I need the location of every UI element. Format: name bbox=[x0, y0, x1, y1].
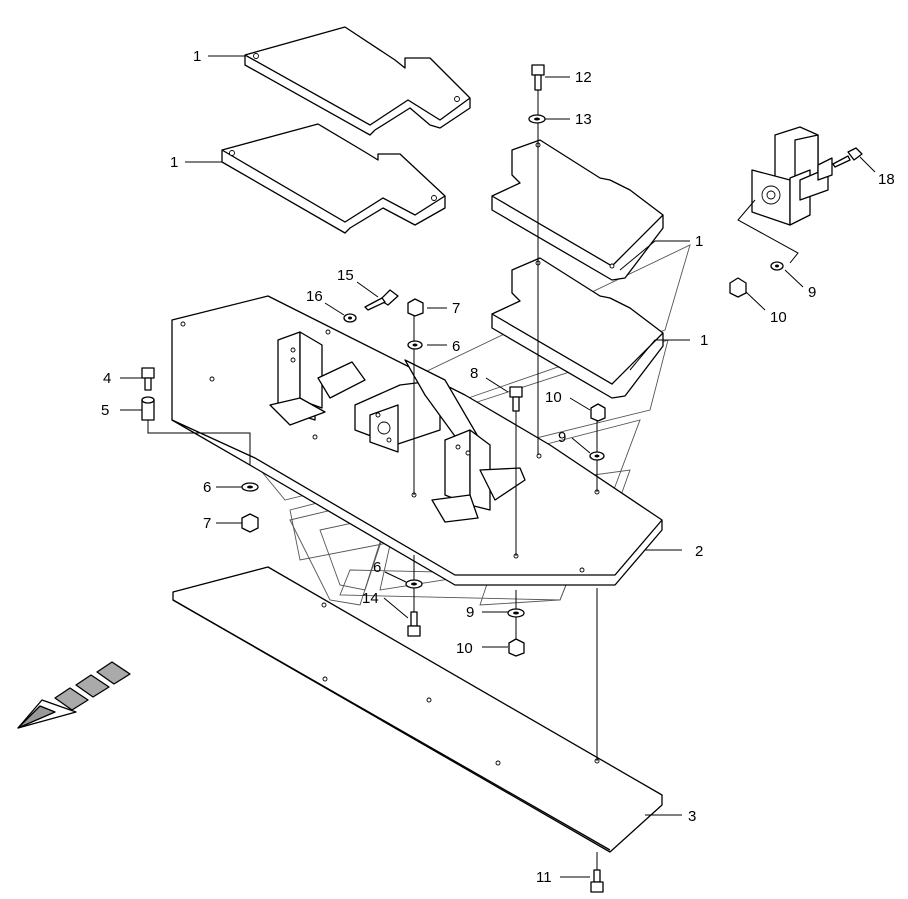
solenoid-subassembly bbox=[751, 126, 833, 226]
washer-9b bbox=[507, 608, 525, 618]
bolt-11 bbox=[590, 869, 604, 893]
callout-7b: 7 bbox=[203, 515, 211, 532]
callout-11: 11 bbox=[536, 869, 552, 886]
nut-7b bbox=[241, 513, 259, 533]
washer-13 bbox=[528, 114, 546, 124]
callout-10a: 10 bbox=[545, 389, 562, 406]
callout-1a: 1 bbox=[193, 48, 201, 65]
bolt-14 bbox=[407, 611, 421, 637]
bottom-plate-3 bbox=[172, 566, 663, 853]
pad-1b bbox=[221, 123, 446, 234]
callout-1b: 1 bbox=[170, 154, 178, 171]
callout-8: 8 bbox=[470, 365, 478, 382]
bolt-18 bbox=[832, 147, 863, 168]
callout-6a: 6 bbox=[452, 338, 460, 355]
leader-lines bbox=[120, 55, 876, 878]
bolt-15 bbox=[364, 289, 399, 311]
callout-6b: 6 bbox=[203, 479, 211, 496]
mounting-bracket-left bbox=[269, 331, 366, 426]
callout-12: 12 bbox=[575, 69, 592, 86]
callout-15: 15 bbox=[337, 267, 354, 284]
washer-6c bbox=[405, 579, 423, 589]
callout-18: 18 bbox=[878, 171, 895, 188]
callout-13: 13 bbox=[575, 111, 592, 128]
callout-5: 5 bbox=[101, 402, 109, 419]
callout-9c: 9 bbox=[808, 284, 816, 301]
callout-9a: 9 bbox=[558, 429, 566, 446]
nut-10b bbox=[508, 638, 525, 657]
nut-10a bbox=[590, 403, 606, 422]
mounting-bracket-right bbox=[431, 429, 526, 523]
nut-10c bbox=[729, 277, 747, 298]
callout-10b: 10 bbox=[456, 640, 473, 657]
callout-2: 2 bbox=[695, 543, 703, 560]
callout-labels: 1 1 1 1 2 3 4 5 6 6 6 7 7 8 9 9 9 10 10 … bbox=[101, 48, 895, 886]
pad-1d bbox=[491, 257, 664, 399]
front-direction-arrow-icon bbox=[17, 661, 131, 729]
bolt-4 bbox=[141, 367, 155, 391]
callout-1c: 1 bbox=[695, 233, 703, 250]
bolt-12 bbox=[531, 64, 545, 91]
washer-16 bbox=[343, 313, 357, 323]
bolt-8 bbox=[509, 386, 523, 412]
pad-1a bbox=[244, 26, 471, 136]
subassembly-leader bbox=[737, 199, 799, 264]
callout-6c: 6 bbox=[373, 559, 381, 576]
callout-4: 4 bbox=[103, 370, 111, 387]
washer-6b bbox=[241, 482, 259, 492]
callout-7a: 7 bbox=[452, 300, 460, 317]
callout-14: 14 bbox=[362, 590, 379, 607]
washer-9a bbox=[589, 451, 605, 461]
spacer-5 bbox=[141, 396, 155, 421]
callout-16: 16 bbox=[306, 288, 323, 305]
nut-7a bbox=[407, 298, 424, 317]
callout-9b: 9 bbox=[466, 604, 474, 621]
washer-6a bbox=[407, 340, 423, 350]
pad-1c bbox=[491, 139, 664, 281]
washer-9c bbox=[770, 261, 784, 271]
callout-3: 3 bbox=[688, 808, 696, 825]
callout-1d: 1 bbox=[700, 332, 708, 349]
callout-10c: 10 bbox=[770, 309, 787, 326]
